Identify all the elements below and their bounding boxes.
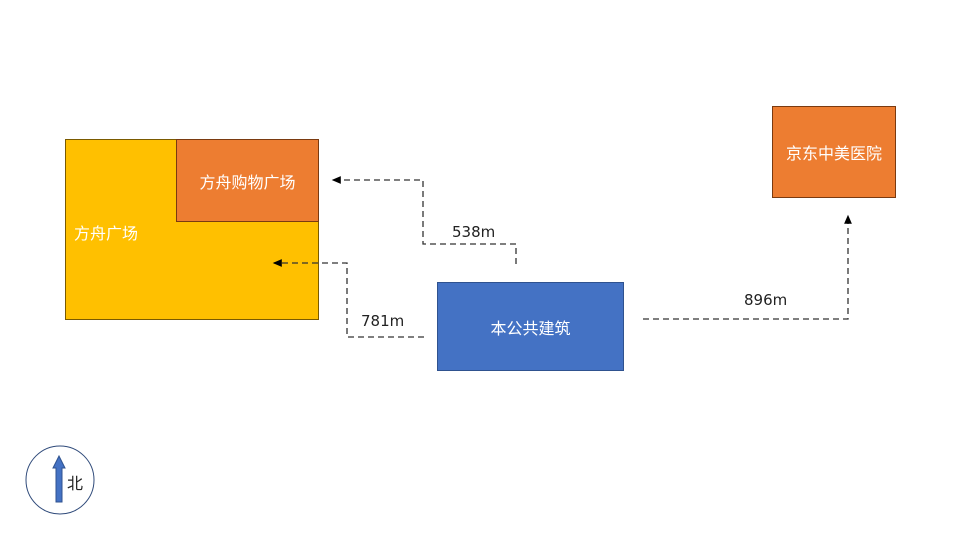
fangzhou-plaza-label: 方舟广场 (74, 224, 139, 243)
route-to-plaza (272, 259, 424, 338)
compass-north-label: 北 (67, 474, 84, 493)
distance-to-plaza: 781m (361, 312, 405, 330)
fangzhou-mall-block: 方舟购物广场 (176, 139, 319, 222)
distance-to-hospital: 896m (744, 291, 788, 309)
public-building-label: 本公共建筑 (490, 318, 571, 338)
hospital-label: 京东中美医院 (785, 144, 882, 163)
fangzhou-mall-label: 方舟购物广场 (199, 172, 296, 192)
hospital-block: 京东中美医院 (772, 106, 896, 198)
north-arrow-icon (52, 454, 66, 503)
route-to-mall (331, 176, 517, 264)
route-to-hospital (643, 214, 852, 320)
distance-to-mall: 538m (452, 223, 496, 241)
public-building-block: 本公共建筑 (437, 282, 624, 371)
